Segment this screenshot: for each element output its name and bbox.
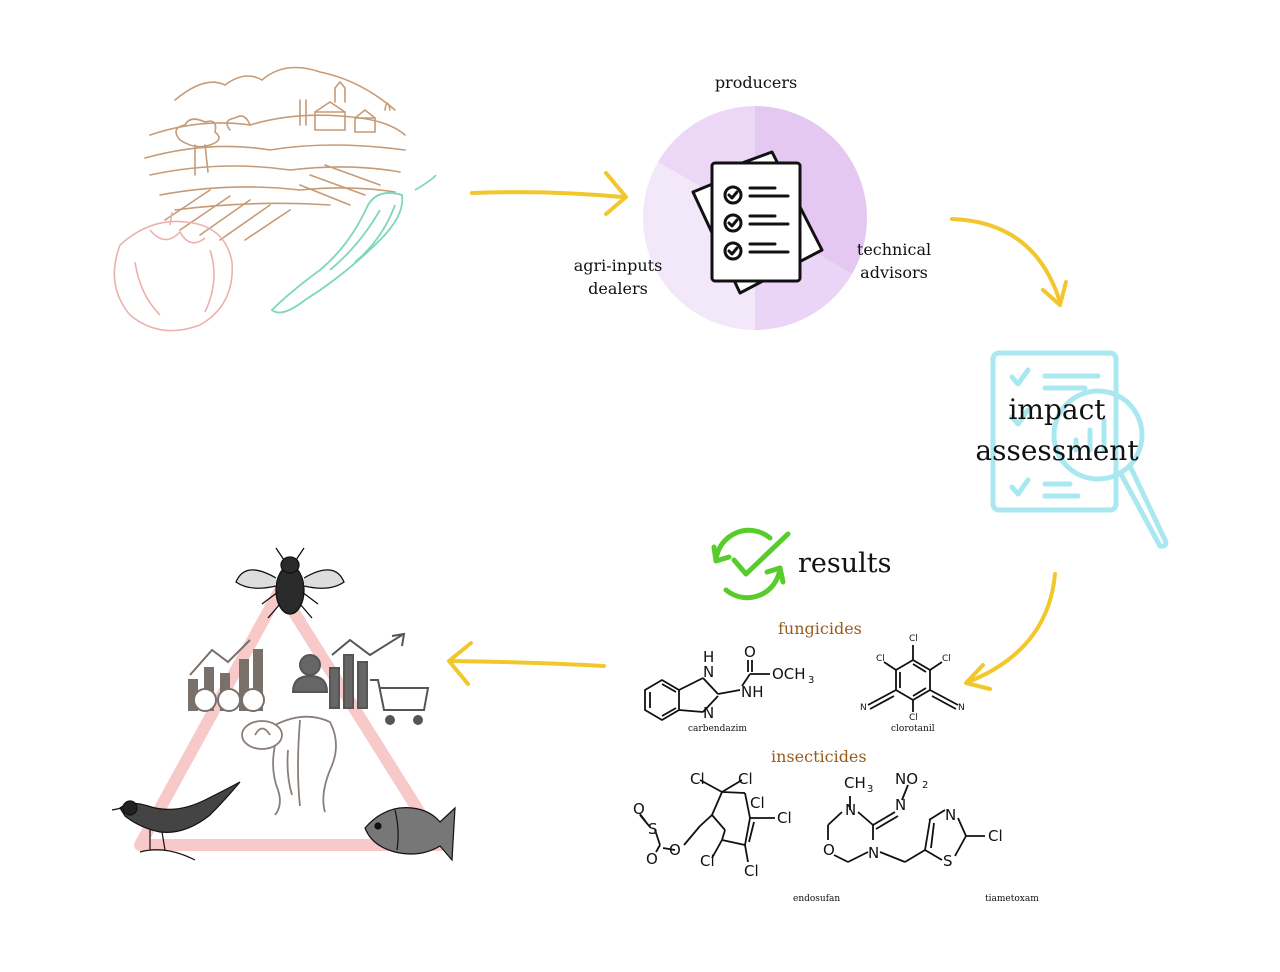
bee-icon xyxy=(235,547,345,619)
flow-arrow-to-impacts xyxy=(447,641,606,686)
assessment-title-line2: assessment xyxy=(975,434,1139,467)
refresh-check-icon xyxy=(711,527,791,601)
stakeholder-producers: producers xyxy=(714,73,798,92)
clorotanil-cl-right: Cl xyxy=(942,654,951,664)
stakeholder-technical-line2: advisors xyxy=(860,263,928,282)
tiametoxam-name: tiametoxam xyxy=(985,894,1039,904)
carbendazim-sub-3: 3 xyxy=(808,675,814,686)
tiametoxam-ch3: CH xyxy=(844,774,866,792)
farmer-icon xyxy=(241,715,337,816)
carbendazim-atom-h: H xyxy=(703,648,714,666)
endosufan-atom-o3: O xyxy=(669,841,681,859)
carbendazim-atom-o: O xyxy=(744,643,756,661)
tiametoxam-no2: NO xyxy=(895,770,918,788)
clorotanil-name: clorotanil xyxy=(891,724,935,734)
flow-arrow-to-results xyxy=(964,572,1057,691)
clorotanil-cl-left: Cl xyxy=(876,654,885,664)
impact-triangle xyxy=(134,584,446,851)
pepper-icon xyxy=(270,174,437,314)
assessment-title-line1: impact xyxy=(1008,393,1106,426)
tiametoxam-cl: Cl xyxy=(988,827,1003,845)
carbendazim-structure xyxy=(644,660,770,722)
bird-icon xyxy=(111,781,241,861)
flow-arrow-to-assessment xyxy=(950,217,1068,307)
results-title: results xyxy=(798,548,892,579)
stakeholder-agri-inputs-line1: agri-inputs xyxy=(573,256,663,275)
endosufan-atom-o1: O xyxy=(633,800,645,818)
fish-icon xyxy=(364,806,456,862)
tiametoxam-n4: N xyxy=(945,806,956,824)
tiametoxam-structure xyxy=(827,784,985,863)
carbendazim-name: carbendazim xyxy=(688,724,747,734)
tiametoxam-n2: N xyxy=(868,844,879,862)
carbendazim-atom-nh: NH xyxy=(741,683,764,701)
endosufan-cl-2: Cl xyxy=(738,770,753,788)
clorotanil-structure xyxy=(867,645,959,712)
endosufan-cl-5: Cl xyxy=(700,852,715,870)
stakeholder-agri-inputs-line2: dealers xyxy=(588,279,648,298)
clorotanil-cl-top: Cl xyxy=(909,634,918,644)
tiametoxam-s: S xyxy=(943,852,953,870)
checklist-icon xyxy=(691,150,824,295)
tiametoxam-sub-2: 2 xyxy=(922,780,928,791)
market-cart-icon xyxy=(291,632,430,725)
tiametoxam-o: O xyxy=(823,841,835,859)
tomato-icon xyxy=(113,211,233,332)
endosufan-cl-6: Cl xyxy=(744,862,759,880)
tiametoxam-n3: N xyxy=(895,796,906,814)
endosufan-structure xyxy=(639,779,775,863)
fungicides-label: fungicides xyxy=(778,619,862,638)
tiametoxam-n1: N xyxy=(845,801,856,819)
endosufan-atom-o2: O xyxy=(646,850,658,868)
clorotanil-n-left: N xyxy=(860,703,867,713)
tiametoxam-sub-3: 3 xyxy=(867,784,873,795)
endosufan-cl-1: Cl xyxy=(690,770,705,788)
carbendazim-atom-n2: N xyxy=(703,704,714,722)
magnifier-report-icon xyxy=(990,350,1169,549)
finance-chart-icon xyxy=(188,639,265,712)
flow-arrow-to-stakeholders xyxy=(470,171,628,216)
farm-landscape-icon xyxy=(144,66,406,241)
insecticides-label: insecticides xyxy=(771,747,867,766)
endosufan-name: endosufan xyxy=(793,894,841,904)
endosufan-cl-3: Cl xyxy=(750,794,765,812)
endosufan-cl-4: Cl xyxy=(777,809,792,827)
carbendazim-atom-och3: OCH xyxy=(772,665,806,683)
clorotanil-cl-bottom: Cl xyxy=(909,713,918,723)
carbendazim-atom-n1: N xyxy=(703,663,714,681)
stakeholder-technical-line1: technical xyxy=(856,240,932,259)
endosufan-atom-s: S xyxy=(648,820,658,838)
clorotanil-n-right: N xyxy=(958,703,965,713)
